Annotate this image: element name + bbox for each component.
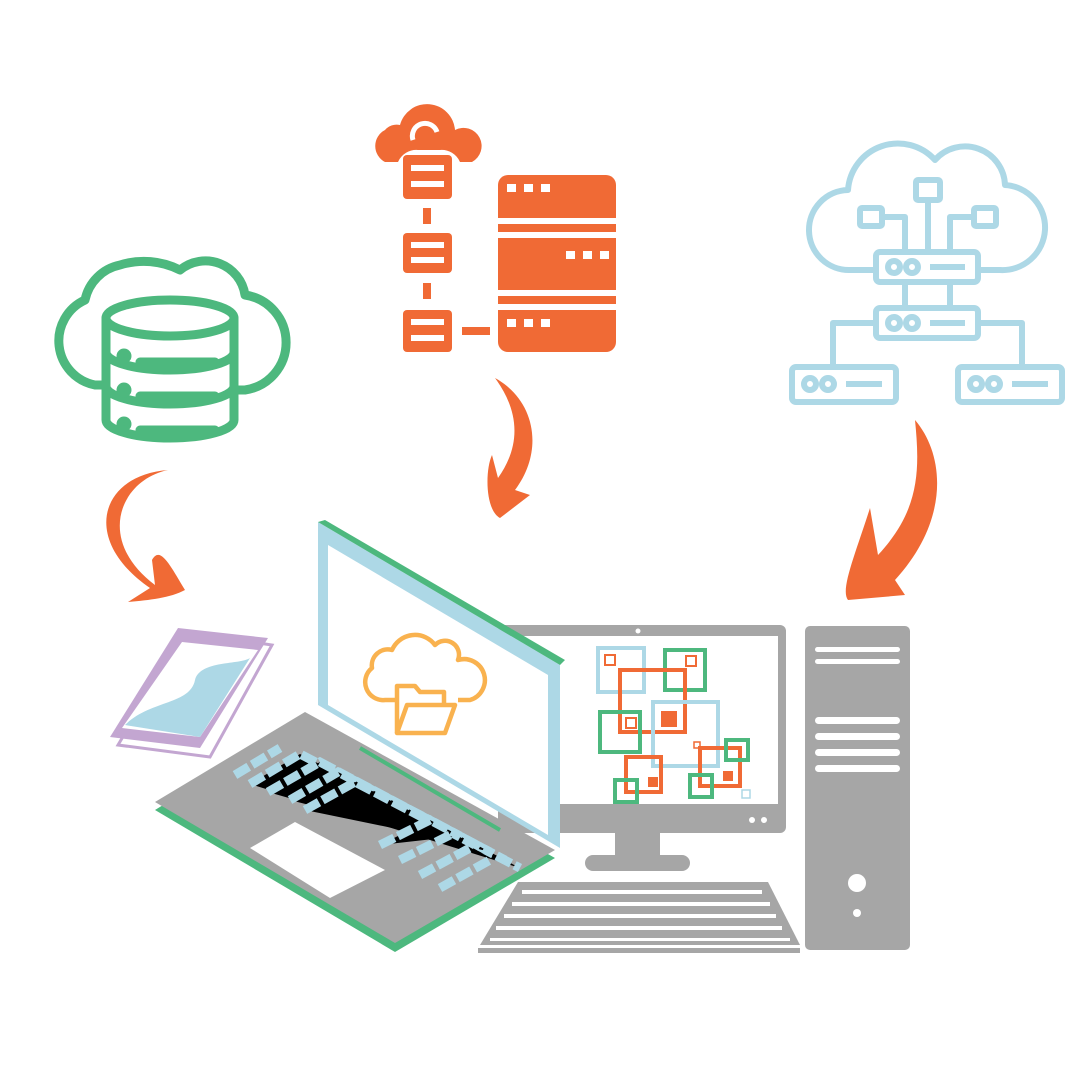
screen-pattern [596, 646, 751, 804]
laptop-icon [155, 520, 565, 952]
tower-case [805, 626, 910, 950]
cloud-folder-icon [362, 632, 488, 736]
arrow-icon [106, 378, 938, 602]
cloud-network-icon [789, 140, 1065, 405]
keyboard-keys [490, 890, 790, 941]
laptop-keyboard [232, 744, 523, 892]
cloud-database-icon [54, 256, 291, 443]
cloud-server-rack-icon [375, 104, 616, 352]
power-button [848, 874, 866, 892]
smartphone-icon [110, 628, 275, 759]
